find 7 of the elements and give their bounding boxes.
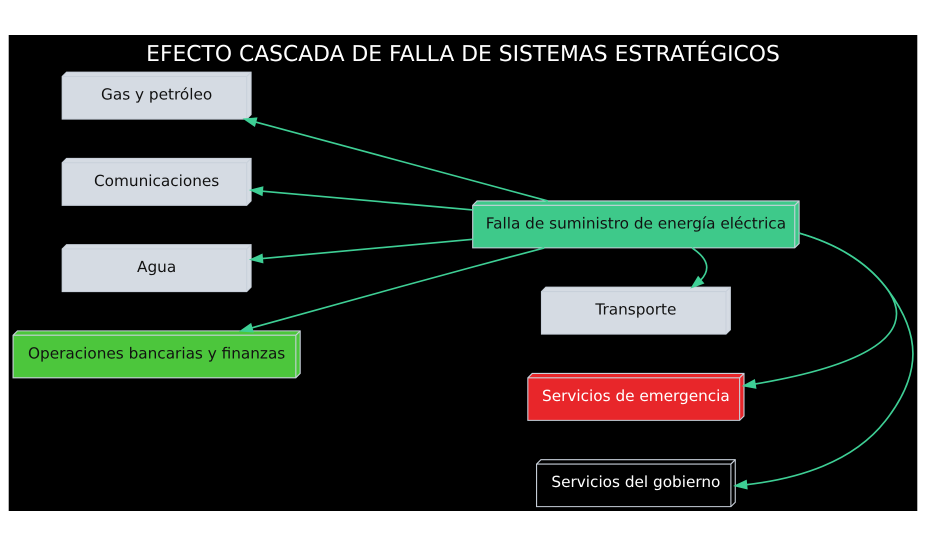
diagram-title: EFECTO CASCADA DE FALLA DE SISTEMAS ESTRATÉGICOS	[146, 42, 780, 68]
arrow	[248, 238, 473, 264]
arrow	[248, 186, 473, 211]
arrow	[690, 247, 708, 289]
arrow	[238, 247, 544, 332]
arrow	[242, 117, 548, 202]
arrow	[733, 232, 914, 490]
